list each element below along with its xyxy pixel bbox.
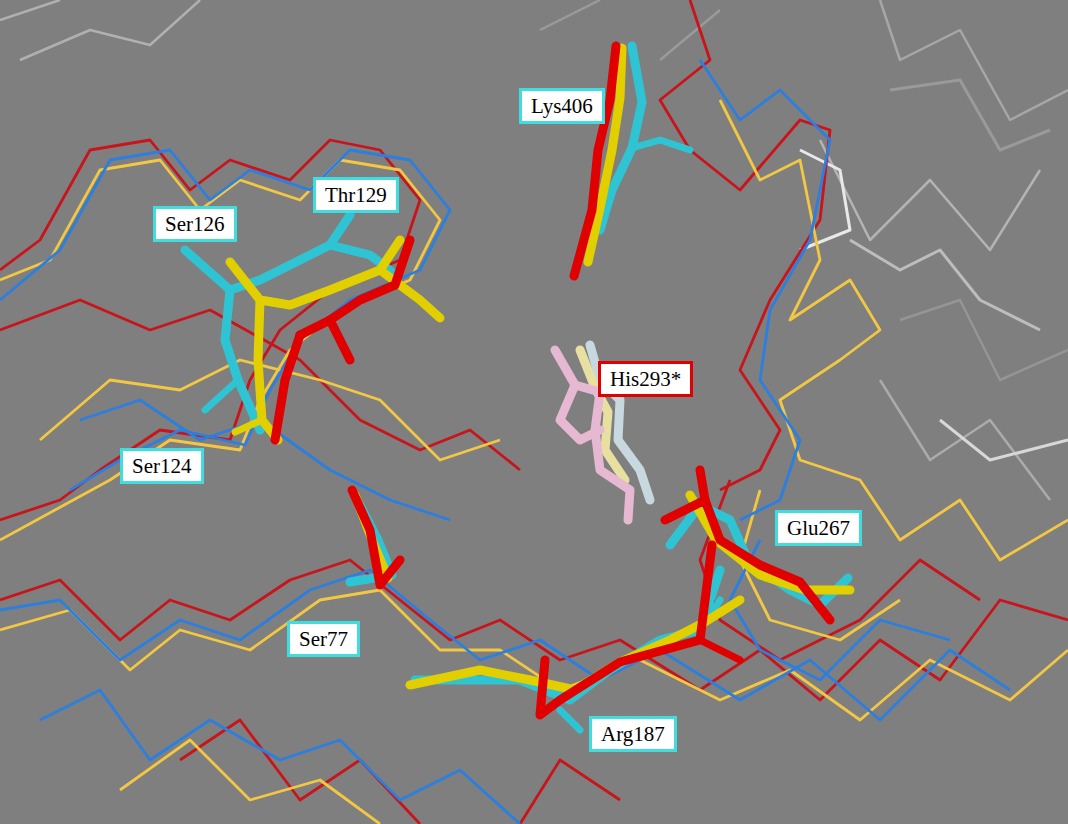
residue-name: Ser124 xyxy=(132,454,192,478)
residue-name: Glu267 xyxy=(787,516,850,540)
residue-name: Ser77 xyxy=(299,627,348,651)
side-chain-sticks xyxy=(185,46,850,730)
residue-label: His293* xyxy=(598,361,693,397)
residue-label: Ser124 xyxy=(120,448,204,484)
residue-label: Thr129 xyxy=(313,177,399,213)
backbone-trace-blue xyxy=(0,60,1010,824)
residue-name: Ser126 xyxy=(165,212,225,236)
backbone-trace-yellow xyxy=(0,100,1068,824)
residue-label: Arg187 xyxy=(589,716,677,752)
residue-name: Arg187 xyxy=(601,722,665,746)
residue-label: Ser77 xyxy=(287,621,360,657)
residue-name: Lys406 xyxy=(531,94,593,118)
residue-name: Thr129 xyxy=(325,183,387,207)
backbone-traces-grey xyxy=(800,80,1068,460)
residue-label: Glu267 xyxy=(775,510,862,546)
residue-label: Lys406 xyxy=(519,88,605,124)
residue-name: His293* xyxy=(610,367,681,391)
backbone-traces-faint xyxy=(0,0,1068,500)
residue-label: Ser126 xyxy=(153,206,237,242)
